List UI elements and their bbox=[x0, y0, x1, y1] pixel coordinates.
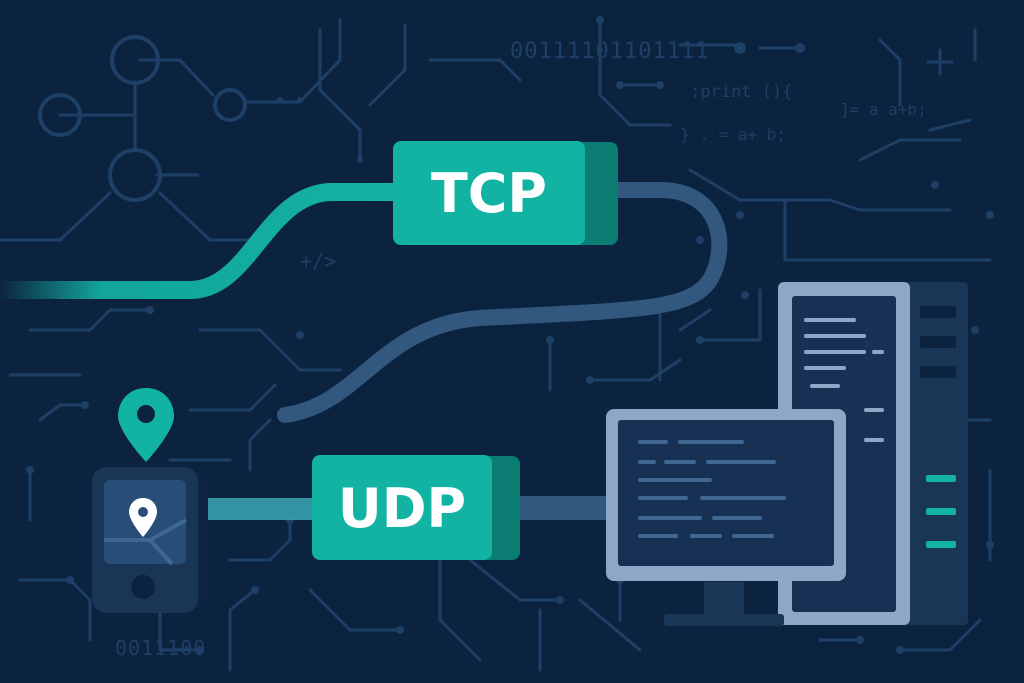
udp-pipe-left bbox=[200, 498, 320, 520]
tcp-protocol-block: TCP bbox=[393, 141, 618, 245]
tcp-pipe-left bbox=[0, 183, 409, 299]
binary-text-bottom: 0011100 bbox=[115, 636, 206, 660]
tcp-label: TCP bbox=[431, 162, 547, 225]
monitor-code-lines bbox=[638, 440, 786, 538]
udp-pipe-right bbox=[515, 496, 615, 520]
code-print-text: :print (){ bbox=[690, 82, 792, 102]
code-assign-text-2: } . = a+ b; bbox=[680, 125, 786, 144]
binary-text-top: 00111101101111 bbox=[510, 39, 709, 64]
plus-glyph bbox=[926, 48, 954, 76]
udp-label: UDP bbox=[338, 477, 466, 540]
tcp-pipe-right bbox=[277, 182, 728, 423]
monitor-screen bbox=[618, 420, 834, 566]
location-pin-icon bbox=[118, 388, 174, 462]
server-status-lights bbox=[926, 475, 956, 548]
desktop-monitor bbox=[606, 409, 846, 626]
map-pin-icon bbox=[129, 498, 157, 537]
code-assign-text-1: ]= a a+b; bbox=[840, 100, 927, 119]
code-tag-text: +/> bbox=[300, 249, 336, 273]
network-node-graph bbox=[38, 35, 247, 202]
udp-protocol-block: UDP bbox=[312, 455, 520, 560]
home-button-icon bbox=[131, 575, 155, 599]
mobile-device bbox=[92, 467, 208, 613]
server-drive-bays bbox=[920, 306, 956, 378]
server-text-lines bbox=[804, 318, 884, 442]
circuit-dots bbox=[26, 16, 994, 654]
